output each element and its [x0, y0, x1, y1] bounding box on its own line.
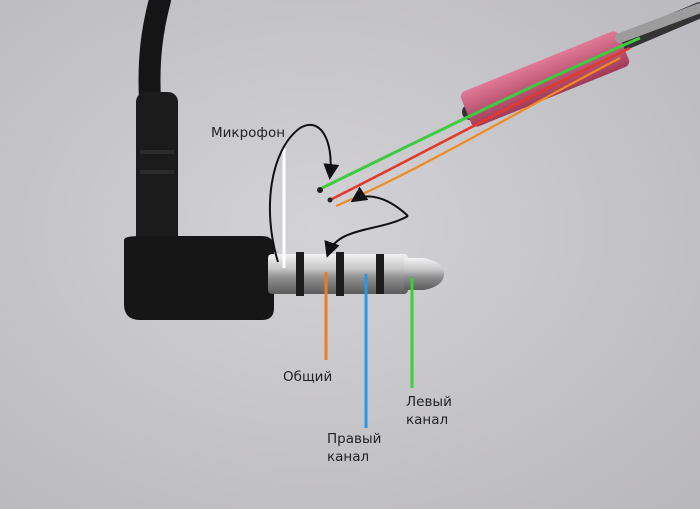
wire-green: [321, 36, 641, 190]
arrow-to-ring: [324, 215, 409, 258]
ring-insulator-1: [296, 252, 304, 296]
pink-connector: [460, 31, 630, 127]
stripped-wires: [317, 2, 700, 208]
label-left-channel: Левый канал: [406, 394, 452, 428]
label-microphone: Микрофон: [211, 125, 286, 141]
arrow-mic-to-green: [268, 123, 340, 263]
wire-orange: [335, 57, 621, 208]
wire-red: [329, 46, 631, 202]
label-right-channel: Правый канал: [327, 431, 382, 465]
trrs-plug: [268, 252, 444, 296]
plug-body: [124, 92, 274, 320]
label-common: Общий: [283, 369, 333, 385]
ring-insulator-2: [336, 252, 344, 296]
cable: [138, 0, 171, 111]
ring-insulator-3: [376, 254, 384, 294]
arrow-to-red: [350, 186, 409, 217]
